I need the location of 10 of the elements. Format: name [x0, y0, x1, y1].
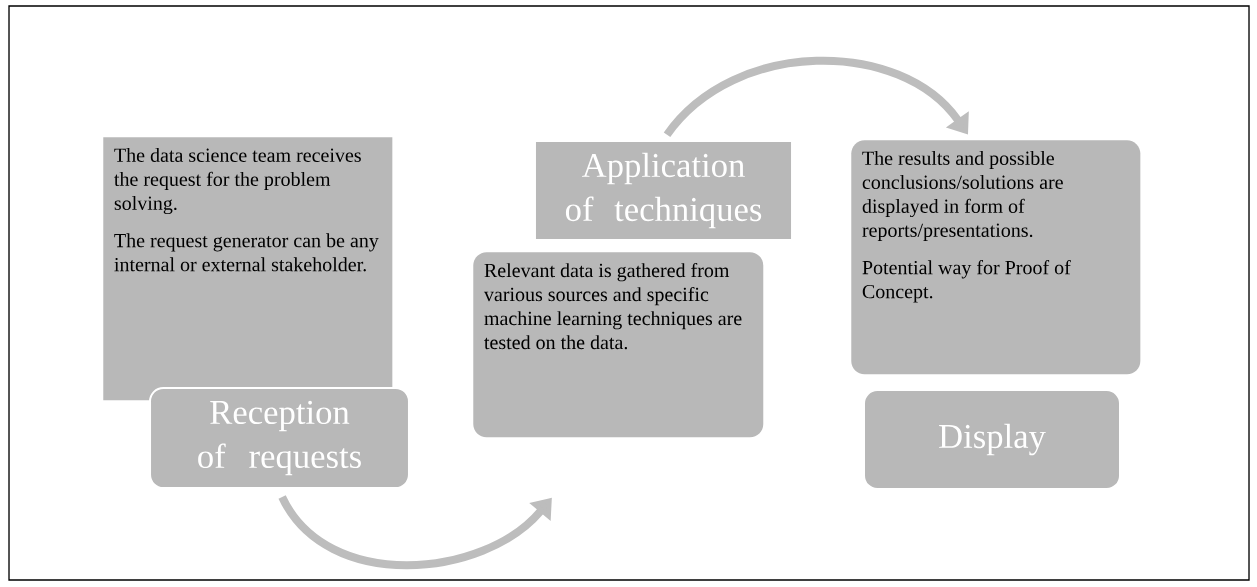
curved-arrow — [278, 494, 552, 570]
curved-arrow — [664, 56, 969, 138]
step-box: Reception of requests — [149, 387, 410, 489]
text-box: The results and possible conclusions/solutions are displayed in form of reports/presentations. Potential way for Proof of Concept. — [851, 140, 1141, 375]
step-box: Display — [863, 389, 1121, 490]
node-label: The data science team receives the request for the problem solving. — [114, 147, 361, 215]
step-box: Application of techniques — [533, 140, 794, 241]
text-box: Relevant data is gathered from various sources and specific machine learning techniques are tested on the data. — [473, 252, 764, 438]
text-box: The data science team receives the request for the problem solving. The request generator can be any internal or external stakeholder. — [103, 137, 393, 401]
node-label: The request generator can be any internal or external stakeholder. — [114, 233, 379, 272]
